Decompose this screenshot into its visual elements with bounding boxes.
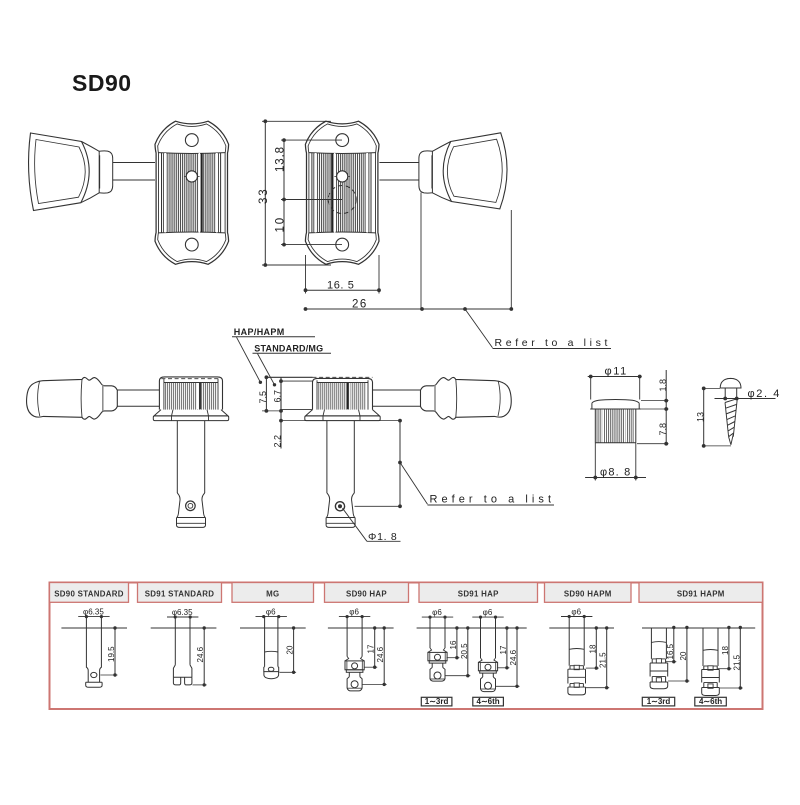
svg-text:4∼6th: 4∼6th (699, 697, 722, 706)
svg-text:20.5: 20.5 (460, 643, 469, 659)
svg-text:φ6: φ6 (266, 608, 276, 617)
svg-text:Φ1. 8: Φ1. 8 (368, 531, 397, 543)
svg-text:φ6.35: φ6.35 (172, 608, 193, 617)
svg-text:SD91 STANDARD: SD91 STANDARD (145, 590, 215, 599)
svg-text:16. 5: 16. 5 (327, 280, 354, 292)
svg-text:SD90 HAP: SD90 HAP (346, 590, 387, 599)
svg-text:21.5: 21.5 (732, 654, 741, 670)
svg-text:10: 10 (275, 216, 287, 232)
svg-text:17: 17 (499, 645, 508, 654)
svg-text:6.7: 6.7 (273, 390, 283, 403)
svg-text:7.8: 7.8 (658, 423, 668, 436)
svg-text:HAP/HAPM: HAP/HAPM (234, 327, 285, 337)
svg-text:33: 33 (258, 188, 270, 204)
svg-text:Refer to a list: Refer to a list (430, 494, 556, 506)
svg-text:φ6: φ6 (432, 608, 442, 617)
svg-text:Refer to a list: Refer to a list (495, 337, 612, 349)
svg-text:4∼6th: 4∼6th (477, 697, 500, 706)
svg-text:1.8: 1.8 (658, 379, 668, 392)
svg-text:17: 17 (367, 644, 376, 653)
svg-text:18: 18 (721, 646, 730, 655)
svg-text:STANDARD/MG: STANDARD/MG (254, 343, 323, 353)
svg-text:φ2. 4: φ2. 4 (748, 388, 781, 400)
svg-text:φ6: φ6 (571, 608, 581, 617)
svg-text:1∼3rd: 1∼3rd (425, 697, 449, 706)
svg-text:24.6: 24.6 (196, 646, 205, 662)
svg-text:26: 26 (352, 298, 368, 310)
svg-text:φ8. 8: φ8. 8 (600, 466, 631, 478)
svg-text:16.5: 16.5 (666, 643, 675, 659)
svg-text:φ6: φ6 (349, 608, 359, 617)
svg-text:24.6: 24.6 (509, 649, 518, 665)
svg-text:20: 20 (286, 645, 295, 654)
svg-text:SD91 HAPM: SD91 HAPM (677, 590, 725, 599)
svg-text:SD90 HAPM: SD90 HAPM (564, 590, 612, 599)
svg-text:13: 13 (695, 412, 705, 422)
svg-text:21.5: 21.5 (599, 652, 608, 668)
svg-text:φ11: φ11 (605, 366, 628, 378)
svg-text:20: 20 (679, 651, 688, 660)
svg-text:1∼3rd: 1∼3rd (647, 697, 671, 706)
svg-text:SD90 STANDARD: SD90 STANDARD (54, 590, 124, 599)
svg-text:φ6.35: φ6.35 (83, 608, 104, 617)
svg-text:φ6: φ6 (483, 608, 493, 617)
svg-text:2.2: 2.2 (273, 435, 283, 448)
svg-text:18: 18 (588, 644, 597, 653)
svg-text:13.8: 13.8 (275, 146, 287, 172)
svg-text:SD91 HAP: SD91 HAP (458, 590, 499, 599)
svg-text:7.5: 7.5 (258, 391, 268, 404)
svg-text:MG: MG (266, 590, 279, 599)
svg-text:24.6: 24.6 (376, 646, 385, 662)
svg-text:19.5: 19.5 (107, 646, 116, 662)
svg-text:SD90: SD90 (72, 70, 132, 96)
svg-text:16: 16 (449, 640, 458, 649)
